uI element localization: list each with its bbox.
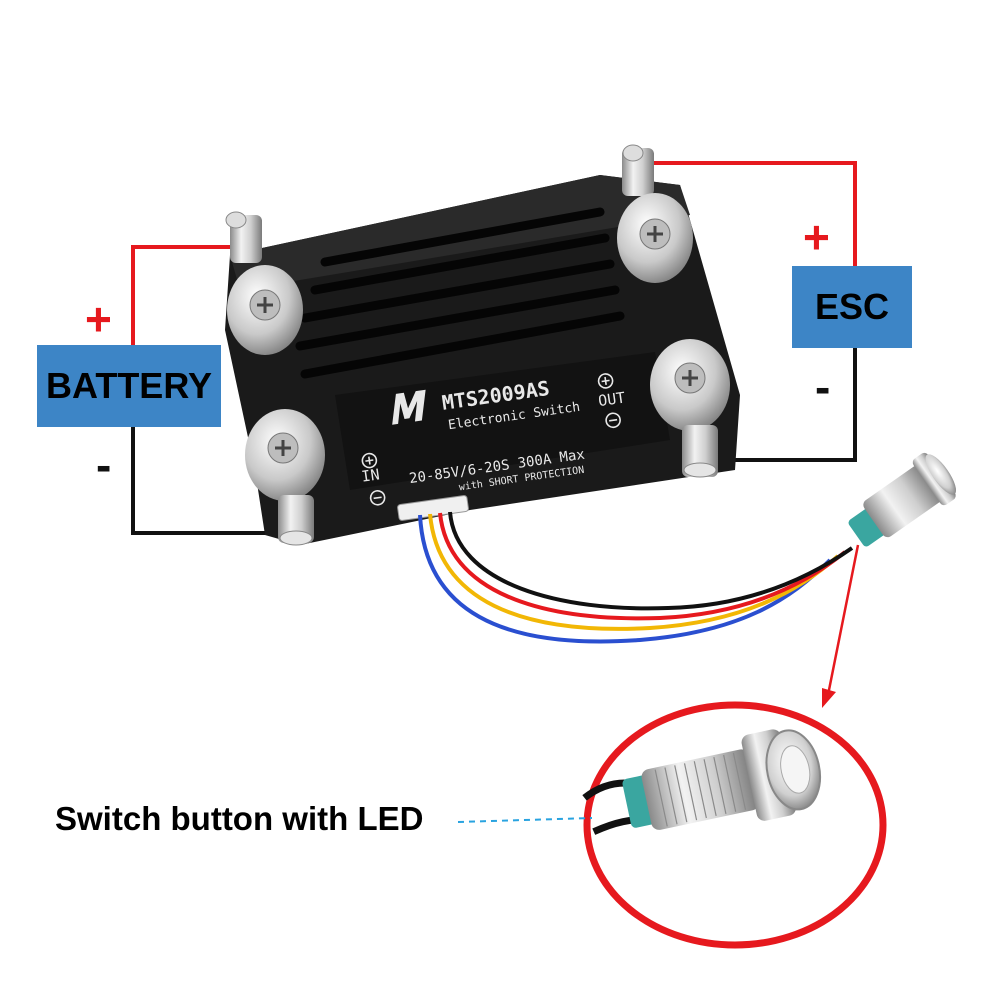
terminal-out-negative: [650, 339, 730, 478]
signal-connector: [397, 495, 469, 521]
device-out-label: OUT: [597, 388, 626, 410]
battery-negative-wire: [131, 427, 290, 535]
zoom-arrow: [822, 544, 860, 708]
in-plus-symbol: [361, 452, 378, 469]
battery-label: BATTERY: [37, 345, 221, 427]
switch-button-small: [848, 452, 957, 547]
in-minus-symbol: [369, 489, 386, 506]
out-minus-symbol: [605, 412, 621, 429]
heatsink-fins: [295, 207, 625, 379]
terminal-in-negative: [245, 409, 325, 546]
esc-minus-sign: -: [815, 361, 831, 413]
caption-leader-line: [457, 817, 593, 823]
zoom-highlight-circle: [582, 701, 887, 949]
battery-plus-sign: +: [85, 293, 112, 345]
battery-minus-sign: -: [96, 439, 112, 491]
esc-plus-sign: +: [803, 211, 830, 263]
out-plus-symbol: [597, 373, 614, 389]
switch-button-zoomed: [582, 729, 822, 835]
switch-caption: Switch button with LED: [55, 800, 424, 837]
terminal-in-positive: [225, 211, 303, 355]
esc-label: ESC: [792, 266, 912, 348]
terminal-out-positive: [617, 144, 693, 283]
brand-logo-icon: [392, 389, 426, 425]
battery-positive-wire: [131, 245, 240, 345]
device-in-label: IN: [360, 465, 380, 485]
electronic-switch-device: MTS2009AS Electronic Switch 20-85V/6-20S…: [225, 175, 740, 545]
esc-positive-wire: [640, 161, 857, 266]
esc-negative-wire: [700, 348, 857, 462]
signal-wire-harness: [418, 511, 854, 644]
